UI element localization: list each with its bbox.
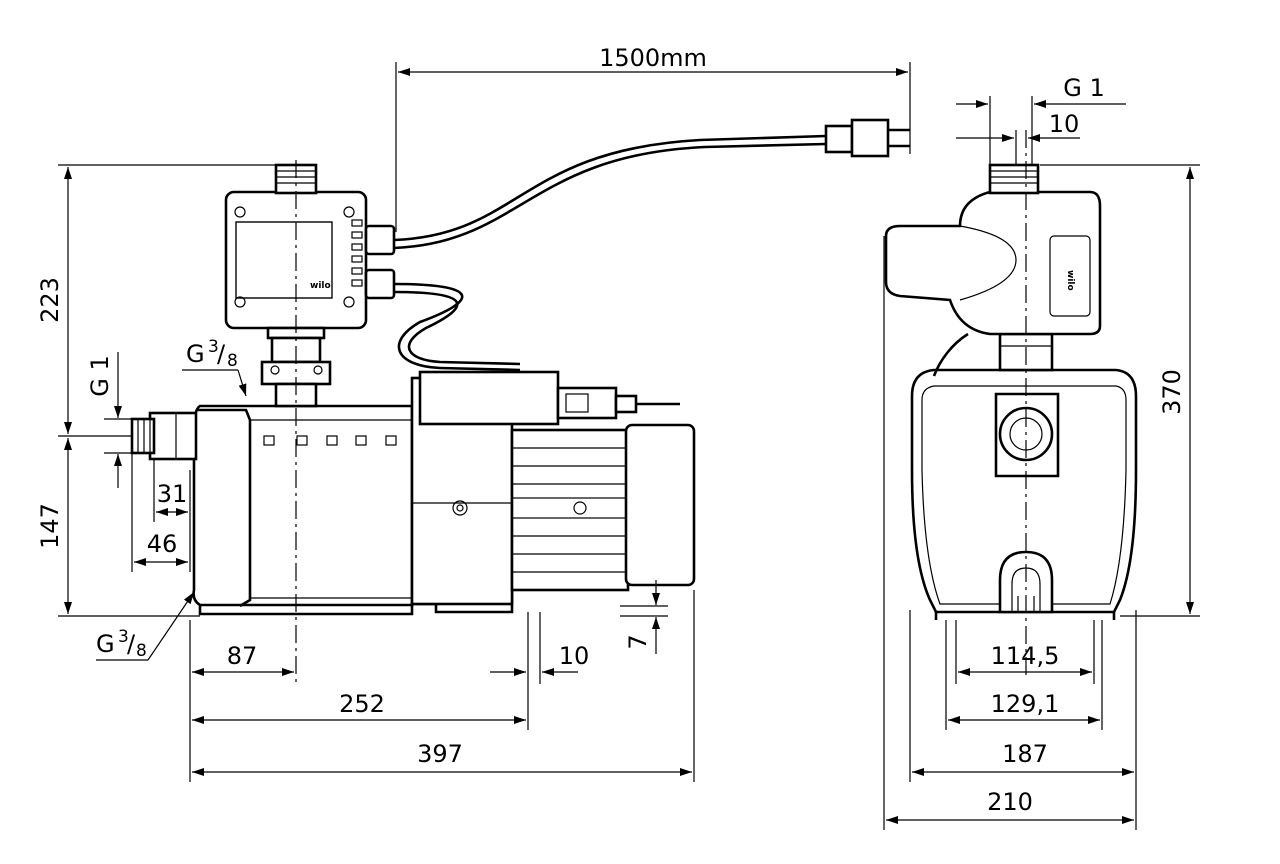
brand-logo-front: wilo <box>310 281 331 291</box>
label-inlet-46: 46 <box>147 530 178 558</box>
label-g38-top-num: 3 <box>208 337 219 357</box>
side-view: wilo <box>884 130 1138 680</box>
label-dim-129-1: 129,1 <box>991 690 1060 718</box>
label-cable-length: 1500mm <box>599 44 707 72</box>
label-inlet-31: 31 <box>157 480 188 508</box>
front-view: wilo <box>130 118 910 684</box>
label-dim-7: 7 <box>624 634 652 649</box>
label-dim-252: 252 <box>339 690 385 718</box>
label-dim-87: 87 <box>227 642 258 670</box>
label-g38-top-den: 8 <box>227 351 238 371</box>
label-dim-210: 210 <box>987 788 1033 816</box>
motor <box>410 370 696 606</box>
label-dim-397: 397 <box>417 740 463 768</box>
brand-logo-side: wilo <box>1065 270 1075 291</box>
label-height-total: 370 <box>1158 369 1186 415</box>
label-dim-114-5: 114,5 <box>991 642 1060 670</box>
label-side-offset: 10 <box>1049 110 1080 138</box>
label-dim-187: 187 <box>1002 740 1048 768</box>
label-g38-bottom-base: G <box>96 630 115 658</box>
label-g38-top-base: G <box>186 340 205 368</box>
pressure-switch: wilo <box>224 163 396 408</box>
label-g38-top-slash: / <box>217 340 226 368</box>
label-height-lower: 147 <box>36 503 64 549</box>
label-g38-bottom-num: 3 <box>118 627 129 647</box>
label-inlet-thread: G 1 <box>86 355 114 397</box>
label-dim-10-foot: 10 <box>559 642 590 670</box>
dimension-labels: 1500mm 223 147 G 1 G 3 / 8 G 3 / 8 31 46… <box>36 44 1186 816</box>
label-side-thread: G 1 <box>1063 74 1105 102</box>
label-g38-bottom-slash: / <box>127 630 136 658</box>
label-g38-bottom-den: 8 <box>136 641 147 661</box>
power-cable <box>393 118 910 250</box>
label-height-upper: 223 <box>36 277 64 323</box>
inlet-fitting <box>130 411 198 461</box>
motor-cable <box>393 282 521 372</box>
dimension-lines <box>58 62 1200 830</box>
